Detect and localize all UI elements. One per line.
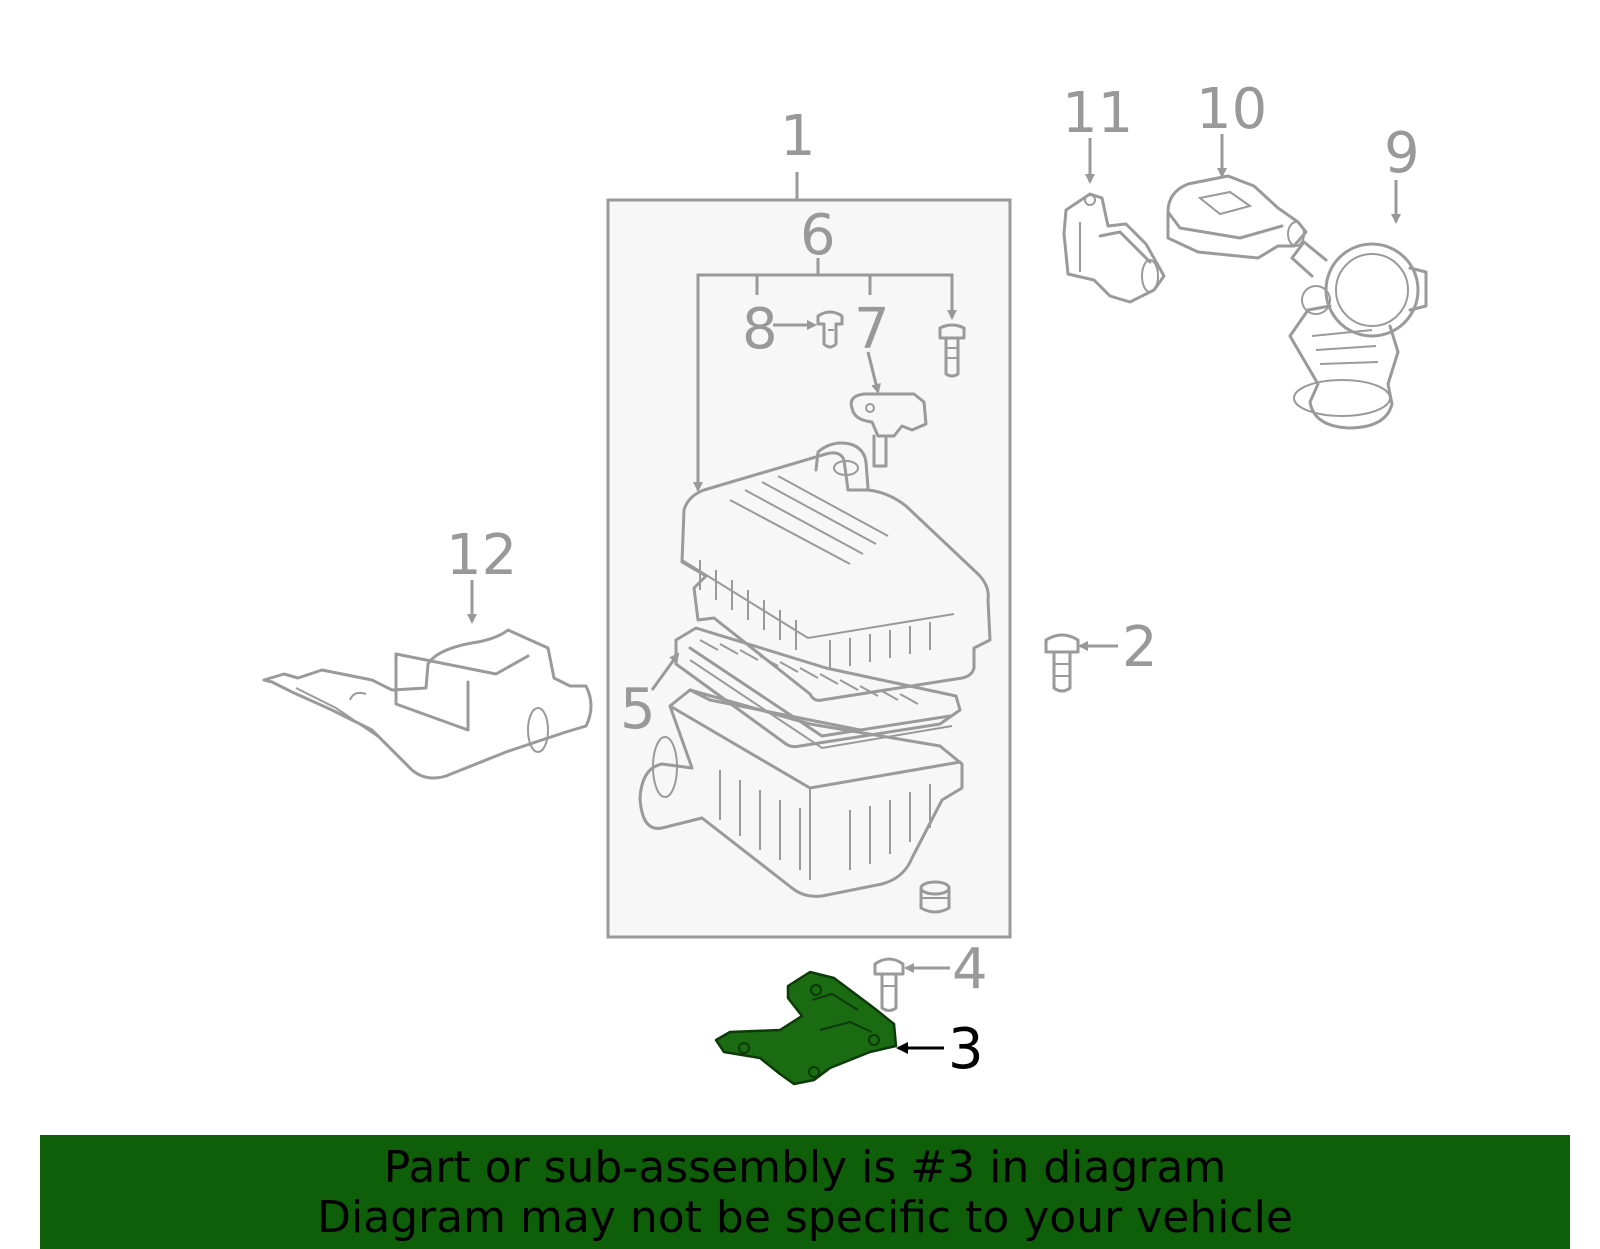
info-banner: Part or sub-assembly is #3 in diagram Di…: [40, 1135, 1570, 1249]
bolt-icon: [873, 957, 905, 1012]
callout-11: 11: [1062, 81, 1133, 146]
callout-6-bracket: [693, 258, 957, 492]
callout-3: 3: [948, 1017, 984, 1082]
callout-2: 2: [1122, 615, 1158, 680]
banner-line-2: Diagram may not be specific to your vehi…: [317, 1192, 1293, 1243]
callout-8: 8: [742, 297, 778, 362]
intake-duct-icon: [262, 628, 593, 780]
bracket-icon[interactable]: [714, 970, 898, 1086]
callout-12: 12: [446, 523, 517, 588]
sensor-icon: [849, 392, 928, 468]
callout-7: 7: [854, 297, 890, 362]
throttle-hose-icon: [1288, 240, 1428, 430]
air-cleaner-case-icon: [638, 688, 964, 898]
callout-5: 5: [620, 677, 656, 742]
screw-icon: [938, 323, 966, 378]
resonator-icon: [1062, 192, 1166, 304]
air-cleaner-cover-icon: [680, 441, 992, 702]
callout-6: 6: [800, 203, 836, 268]
clip-icon: [816, 310, 844, 349]
air-filter-icon: [674, 626, 962, 750]
callout-9: 9: [1384, 121, 1420, 186]
bolt-icon: [1044, 633, 1080, 693]
callout-1: 1: [780, 104, 816, 169]
banner-line-1: Part or sub-assembly is #3 in diagram: [383, 1142, 1227, 1193]
grommet-icon: [919, 880, 951, 914]
air-duct-cover-icon: [1166, 174, 1308, 260]
callout-10: 10: [1196, 77, 1267, 142]
callout-4: 4: [952, 937, 988, 1002]
